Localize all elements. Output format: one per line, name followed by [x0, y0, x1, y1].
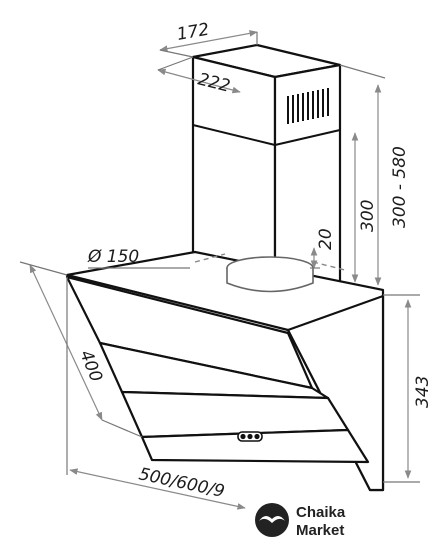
brand-name-line2: Market — [296, 522, 344, 539]
dim-body-height: 343 — [413, 376, 433, 408]
dim-chimney-inner-height: 300 — [358, 200, 378, 232]
brand-name-line1: Chaika — [296, 504, 346, 521]
chimney-split-line-side — [274, 129, 341, 146]
dim-width-options: 500/600/9 — [137, 464, 226, 502]
dim-glass-depth: 400 — [75, 347, 106, 385]
button-dot-icon — [247, 433, 253, 440]
glass-panel-bottom — [140, 428, 370, 464]
button-dot-icon — [240, 433, 246, 440]
chimney — [191, 43, 342, 307]
outlet-hidden-line-right — [312, 261, 346, 271]
outlet-collar — [226, 268, 314, 293]
dim-chimney-height-range: 300 - 580 — [390, 146, 410, 228]
dimension-lines — [19, 30, 420, 510]
brand-logo: Chaika Market — [255, 503, 346, 539]
dim-outlet-offset: 20 — [316, 228, 336, 250]
hood-body — [65, 250, 385, 492]
chimney-split-line — [192, 124, 276, 146]
vent-slots-icon — [287, 88, 329, 124]
control-buttons — [237, 431, 263, 442]
dim-outlet-diameter: Ø 150 — [87, 247, 139, 267]
button-dot-icon — [254, 433, 260, 440]
